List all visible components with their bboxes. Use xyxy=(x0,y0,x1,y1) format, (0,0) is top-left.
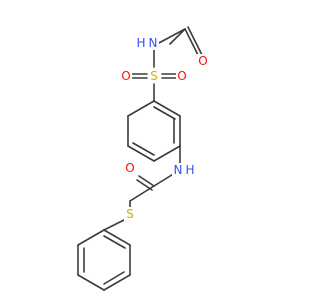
bond-n-carbonyl xyxy=(153,172,176,187)
bond-carbonyl-n xyxy=(156,28,186,45)
bond-carbonyl-ch2 xyxy=(129,185,155,202)
atom-o-sulfonyl-right: O xyxy=(176,69,188,83)
atom-s-sulfonyl-label: S xyxy=(150,69,158,83)
bond-methyl-carbonyl xyxy=(169,28,186,45)
atom-o-sulfonyl-left-label: O xyxy=(121,69,130,83)
atom-n-amide: N H xyxy=(172,163,198,177)
benzene-ring-bottom xyxy=(77,229,131,291)
molecule-structure: O H N O S O O N H S xyxy=(77,26,209,291)
bond-amide-co-1 xyxy=(138,175,155,187)
atom-o-sulfonyl-right-label: O xyxy=(177,69,186,83)
atom-o-amide: O xyxy=(124,161,136,175)
atom-o-acetyl-label: O xyxy=(198,54,207,68)
atom-n-amide-label: N xyxy=(174,163,183,177)
atom-n-sulfonamide: H N xyxy=(133,36,159,50)
atom-s-sulfonyl: S xyxy=(148,69,160,83)
atom-s-thioether: S xyxy=(124,207,136,221)
bond-s-phenyl xyxy=(103,219,125,231)
atom-o-sulfonyl-left: O xyxy=(120,69,132,83)
atom-o-amide-label: O xyxy=(125,161,134,175)
bond-carbonyl-o-1 xyxy=(184,28,200,58)
atom-h-sulfonamide-label: H xyxy=(136,36,145,50)
benzene-ring-middle xyxy=(127,100,181,162)
atom-s-thioether-label: S xyxy=(126,207,134,221)
atom-n-sulfonamide-label: N xyxy=(149,36,158,50)
atom-h-amide-label: H xyxy=(185,163,194,177)
bond-carbonyl-o-2 xyxy=(187,26,203,56)
atom-o-acetyl: O xyxy=(197,54,209,68)
